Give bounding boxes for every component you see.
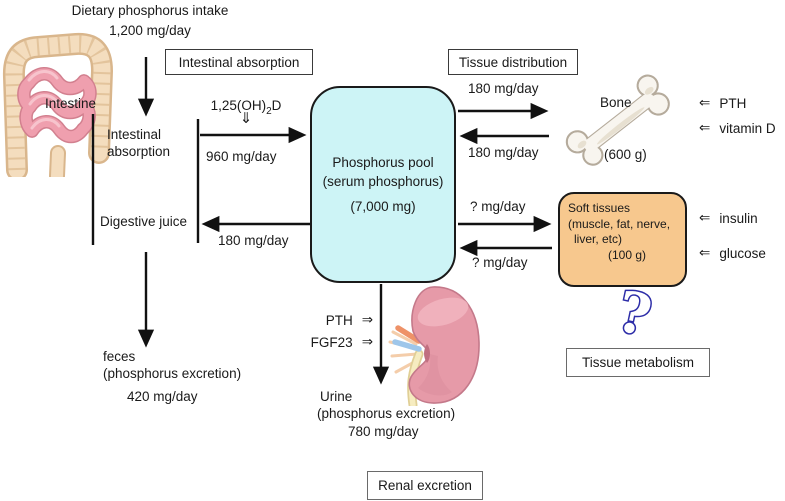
kidney-illustration [388, 286, 480, 406]
regulator-label: vitamin D [719, 120, 776, 136]
svg-text:?: ? [611, 282, 657, 348]
regulator-label: insulin [719, 210, 758, 226]
soft-tissues-detail2: liver, etc) [574, 232, 623, 246]
left-double-arrow-icon: ⇐ [699, 95, 711, 111]
intestinal-absorption-box-label: Intestinal absorption [165, 49, 313, 75]
bone-mass: (600 g) [604, 147, 647, 162]
regulator-label: FGF23 [310, 334, 353, 350]
feces-sublabel: (phosphorus excretion) [103, 366, 242, 381]
left-double-arrow-icon: ⇐ [699, 245, 711, 261]
soft-regulator-insulin: ⇐ insulin [699, 210, 758, 226]
dietary-intake-amount: 1,200 mg/day [109, 23, 191, 38]
feces-amount: 420 mg/day [127, 389, 198, 404]
regulator-label: glucose [719, 245, 766, 261]
regulator-label: PTH [325, 312, 353, 328]
intestinal-absorption-label: Intestinal absorption [107, 127, 171, 159]
secretion-rate: 180 mg/day [218, 233, 289, 248]
down-double-arrow-icon: ⇓ [239, 109, 253, 127]
pool-amount: (7,000 mg) [350, 199, 416, 214]
vitamin-d-1-25-label: 1,25(OH)2D [210, 98, 282, 117]
soft-tissues-detail: (muscle, fat, nerve, [568, 216, 671, 231]
question-mark-icon: ? [610, 282, 659, 348]
feces-label: feces [103, 349, 136, 364]
dietary-intake-title: Dietary phosphorus intake [71, 3, 229, 18]
soft-tissues-box: Soft tissues (muscle, fat, nerve, liver,… [558, 192, 687, 287]
bone-regulator-vitamin-d: ⇐ vitamin D [699, 120, 776, 136]
bone-to-pool-rate: 180 mg/day [468, 145, 539, 160]
bone-regulator-pth: ⇐ PTH [699, 95, 746, 111]
absorbed-rate: 960 mg/day [206, 149, 277, 164]
renal-excretion-box-label: Renal excretion [367, 471, 483, 500]
urine-sublabel: (phosphorus excretion) [317, 406, 456, 421]
soft-tissues-mass: (100 g) [608, 247, 647, 262]
left-double-arrow-icon: ⇐ [699, 120, 711, 136]
intestine-illustration [2, 32, 113, 177]
intestine-label: Intestine [45, 96, 97, 111]
urine-amount: 780 mg/day [348, 424, 419, 439]
regulator-label: PTH [719, 95, 747, 111]
tissue-distribution-box-label: Tissue distribution [448, 49, 578, 75]
soft-to-pool-rate: ? mg/day [472, 255, 528, 270]
soft-regulator-glucose: ⇐ glucose [699, 245, 766, 261]
pool-title: Phosphorus pool [332, 155, 434, 170]
pool-subtitle: (serum phosphorus) [322, 174, 444, 189]
kidney-regulator-fgf23: FGF23 ⇒ [288, 334, 373, 350]
digestive-juice-label: Digestive juice [100, 214, 188, 229]
bone-label: Bone [600, 95, 632, 110]
pool-to-soft-rate: ? mg/day [470, 199, 526, 214]
right-double-arrow-icon: ⇒ [361, 334, 373, 350]
bone-illustration [565, 74, 670, 166]
soft-tissues-title: Soft tissues [568, 201, 631, 215]
left-double-arrow-icon: ⇐ [699, 210, 711, 226]
right-double-arrow-icon: ⇒ [361, 312, 373, 328]
pool-to-bone-rate: 180 mg/day [468, 81, 539, 96]
phosphorus-pool-box: Phosphorus pool (serum phosphorus) (7,00… [310, 86, 456, 283]
kidney-regulator-pth: PTH ⇒ [288, 312, 373, 328]
tissue-metabolism-box-label: Tissue metabolism [566, 348, 710, 377]
urine-label: Urine [320, 389, 353, 404]
